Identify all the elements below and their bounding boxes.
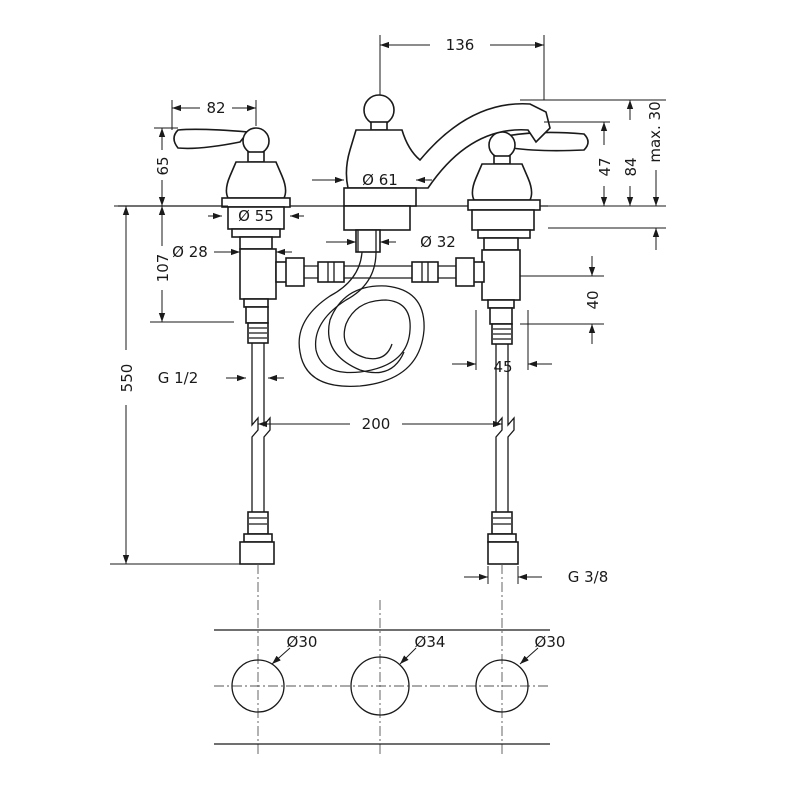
hole-left xyxy=(231,659,285,713)
dim-hole-right: Ø30 xyxy=(535,633,566,651)
hole-right xyxy=(475,659,529,713)
dim-g38: G 3/8 xyxy=(568,568,609,586)
hole-center xyxy=(350,656,410,716)
dim-84: 84 xyxy=(622,157,640,176)
dim-550: 550 xyxy=(118,364,136,393)
dim-g12: G 1/2 xyxy=(158,369,199,387)
dim-200: 200 xyxy=(362,415,391,433)
dimension-lines xyxy=(110,35,666,665)
dim-55: Ø 55 xyxy=(238,207,274,225)
right-handle-valve xyxy=(455,131,589,345)
left-handle-valve xyxy=(173,127,305,344)
dim-65: 65 xyxy=(154,156,172,175)
dim-28: Ø 28 xyxy=(172,243,208,261)
dim-hole-center: Ø34 xyxy=(415,633,446,651)
dim-32: Ø 32 xyxy=(420,233,456,251)
dim-max30: max. 30 xyxy=(646,101,664,162)
dim-107: 107 xyxy=(154,254,172,283)
dim-61: Ø 61 xyxy=(362,171,398,189)
dim-82: 82 xyxy=(206,99,225,117)
dim-45: 45 xyxy=(493,358,512,376)
dim-47: 47 xyxy=(596,157,614,176)
mounting-holes-view xyxy=(214,629,550,745)
dim-40: 40 xyxy=(584,290,602,309)
dimension-labels: 136 82 65 max. 30 47 84 Ø 55 Ø 61 Ø 28 Ø… xyxy=(118,36,664,651)
dim-136: 136 xyxy=(446,36,475,54)
spout xyxy=(343,94,551,253)
dim-hole-left: Ø30 xyxy=(287,633,318,651)
supply-hoses xyxy=(239,251,519,565)
